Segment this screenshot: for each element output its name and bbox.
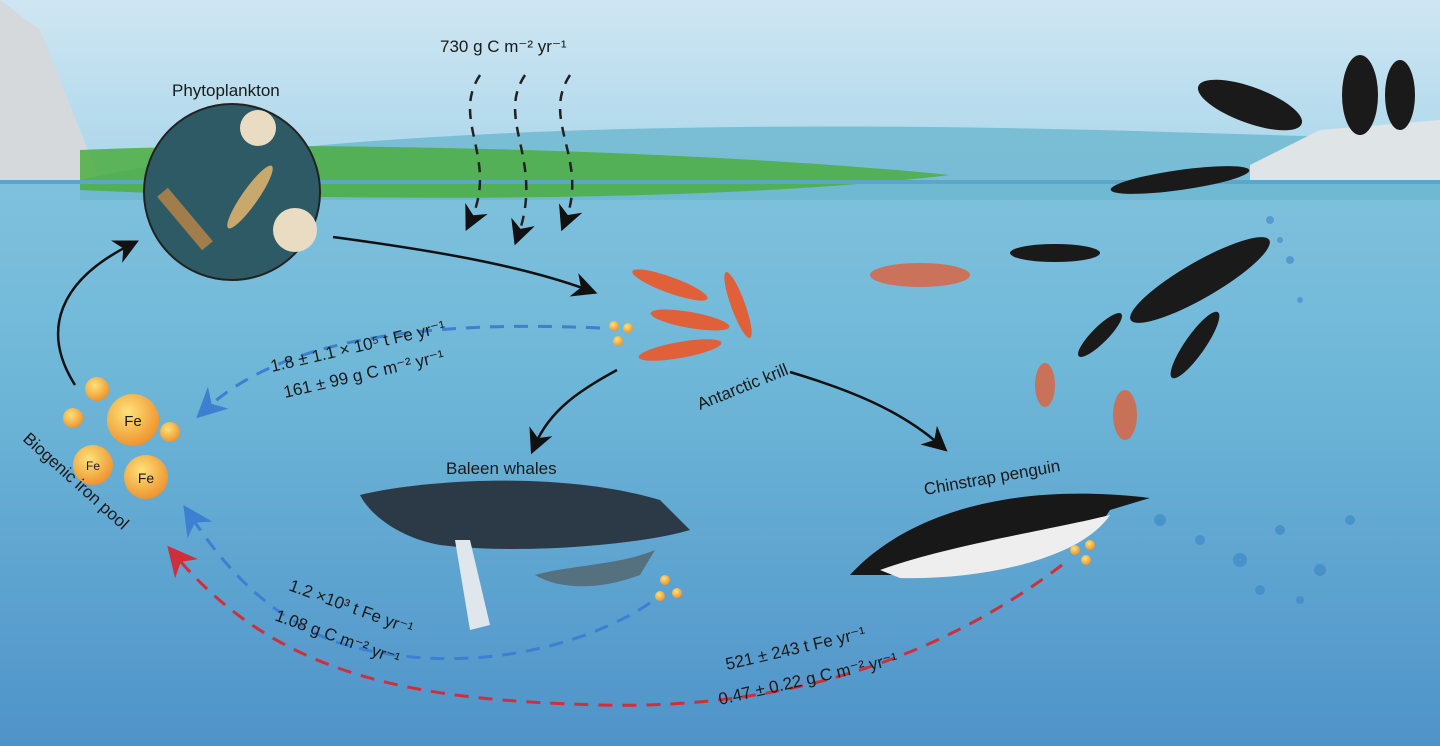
light-flux-arrows <box>465 74 583 246</box>
krill-swarm <box>632 263 1137 440</box>
iron-pool: Fe Fe Fe <box>63 377 180 499</box>
diatom <box>273 208 317 252</box>
diatom <box>227 165 273 229</box>
fe-particle: Fe <box>124 413 142 430</box>
whales-label: Baleen whales <box>446 459 557 478</box>
chinstrap-penguin <box>850 493 1150 576</box>
iceberg <box>0 0 100 180</box>
sea-surface <box>0 180 1440 184</box>
penguin-iron-flux-arrow <box>167 545 1063 707</box>
fe-particle: Fe <box>138 470 155 486</box>
diatom-chain <box>157 187 213 251</box>
fe-excretion-dots <box>609 321 1095 601</box>
diatom <box>240 110 276 146</box>
whale-iron-flux-arrow <box>183 505 651 661</box>
penguin-belly <box>880 515 1110 579</box>
bubbles <box>1154 216 1355 604</box>
krill-iron-flux-arrow <box>196 324 601 419</box>
phytoplankton-label: Phytoplankton <box>172 81 280 100</box>
baleen-whale <box>360 480 715 555</box>
fe-particle: Fe <box>86 459 100 473</box>
swimming-penguins <box>1010 55 1415 379</box>
whale-flipper <box>455 540 490 630</box>
ice-floe <box>1250 120 1440 180</box>
whale-calf <box>535 550 655 587</box>
light-flux-label: 730 g C m⁻² yr⁻¹ <box>440 37 567 56</box>
trophic-arrows <box>56 235 948 455</box>
